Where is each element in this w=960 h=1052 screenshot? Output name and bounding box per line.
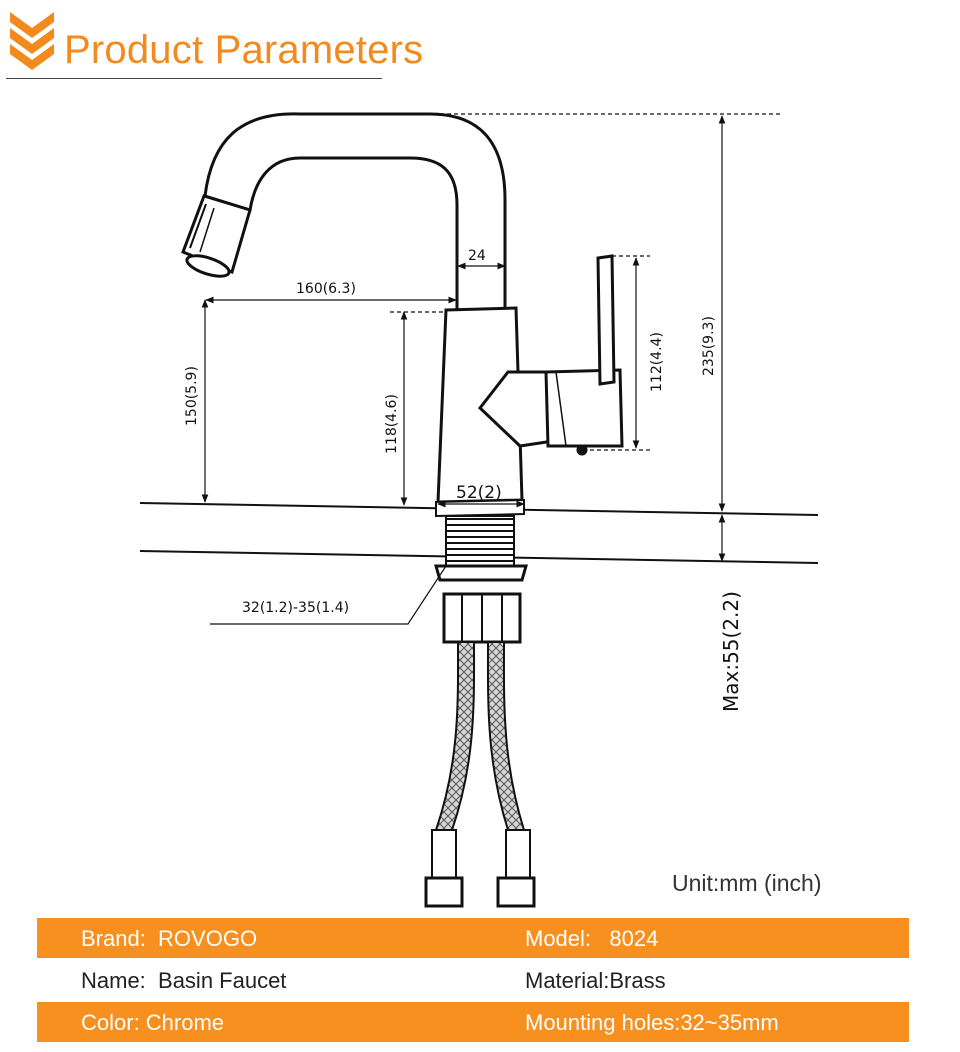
body-height-label: 118(4.6) <box>384 394 400 454</box>
supply-hoses <box>424 641 536 908</box>
dimension-lines <box>201 113 780 625</box>
spec-row-name: Name: Basin Faucet Material:Brass <box>37 960 909 1000</box>
header: Product Parameters <box>0 0 960 90</box>
base-diameter-label: 52(2) <box>456 483 502 503</box>
model-text: Model: 8024 <box>525 926 659 951</box>
name-text: Name: Basin Faucet <box>81 968 287 993</box>
faucet-spout <box>181 112 507 322</box>
mounting-holes-text: Mounting holes:32~35mm <box>525 1010 779 1035</box>
reach-label: 160(6.3) <box>296 281 356 297</box>
chevron-stack-icon <box>10 12 54 70</box>
title-underline <box>6 78 382 79</box>
brand-text: Brand: ROVOGO <box>81 926 258 951</box>
spec-row-color: Color: Chrome Mounting holes:32~35mm <box>37 1002 909 1042</box>
spec-row-brand: Brand: ROVOGO Model: 8024 <box>37 918 909 958</box>
handle-height-label: 112(4.4) <box>649 332 665 392</box>
faucet-body <box>435 254 624 518</box>
spout-height-label: 150(5.9) <box>184 366 200 426</box>
faucet-shank <box>434 515 528 644</box>
unit-note: Unit:mm (inch) <box>672 870 822 896</box>
total-height-label: 235(9.3) <box>701 316 717 376</box>
spout-width-label: 24 <box>468 248 486 264</box>
material-text: Material:Brass <box>525 968 666 993</box>
color-text: Color: Chrome <box>81 1010 225 1035</box>
hole-diameter-label: 32(1.2)-35(1.4) <box>242 600 349 616</box>
page-title: Product Parameters <box>64 28 424 72</box>
max-deck-label: Max:55(2.2) <box>719 591 743 712</box>
